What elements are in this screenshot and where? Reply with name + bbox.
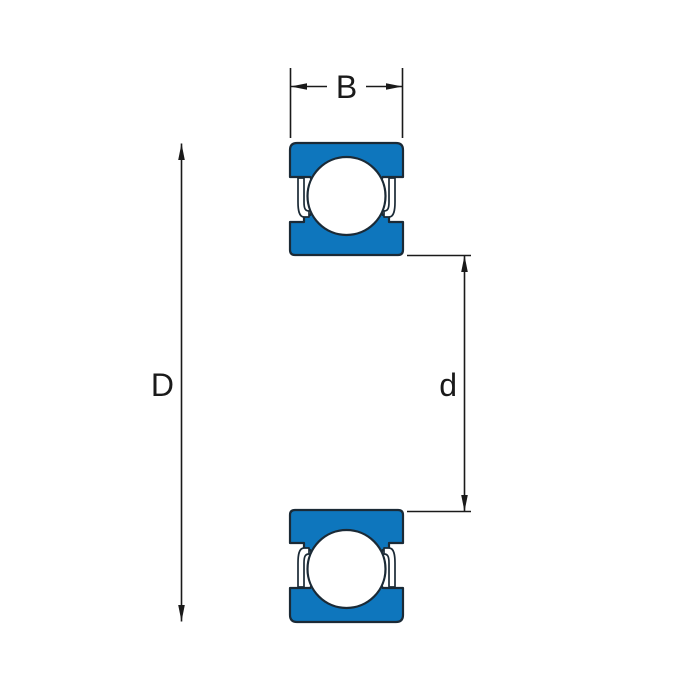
bearing-cross-section-bottom bbox=[288, 508, 405, 624]
shield-right bbox=[383, 177, 396, 218]
arrow-left-icon bbox=[290, 83, 307, 90]
shield-left bbox=[297, 177, 310, 218]
arrow-down-icon bbox=[178, 605, 185, 622]
arrow-up-icon bbox=[178, 143, 185, 160]
dimension-width: B bbox=[289, 68, 404, 138]
arrow-down-icon bbox=[461, 495, 468, 512]
dimension-bore-diameter: d bbox=[407, 254, 471, 513]
dimension-label-width: B bbox=[336, 69, 357, 105]
ball bbox=[306, 155, 387, 237]
arrow-up-icon bbox=[461, 255, 468, 272]
dimension-outer-diameter: D bbox=[151, 143, 185, 622]
bearing-cross-section-top bbox=[288, 141, 405, 257]
dimension-label-outer-diameter: D bbox=[151, 367, 174, 403]
arrow-right-icon bbox=[386, 83, 403, 90]
dimension-label-bore-diameter: d bbox=[439, 367, 457, 403]
